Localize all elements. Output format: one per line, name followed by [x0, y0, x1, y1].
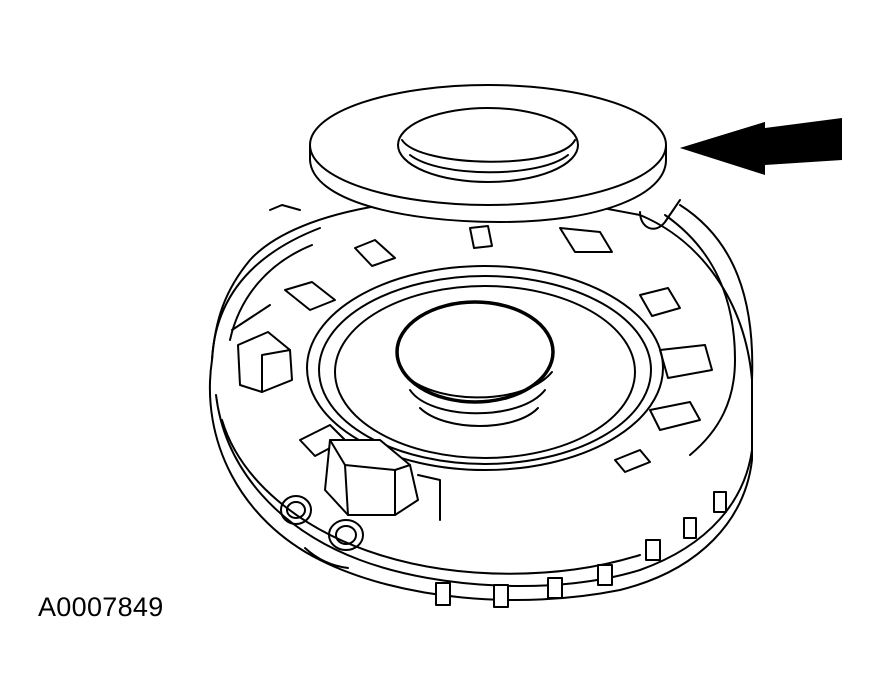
thrust-washer — [309, 84, 681, 230]
side-ports — [280, 495, 364, 569]
rim-lugs — [435, 491, 727, 608]
pointer-arrow-icon — [680, 118, 842, 175]
carrier-hub — [208, 196, 754, 601]
figure-id-label: A0007849 — [38, 592, 164, 622]
bearing-block — [324, 439, 441, 521]
center-bore — [306, 265, 664, 471]
